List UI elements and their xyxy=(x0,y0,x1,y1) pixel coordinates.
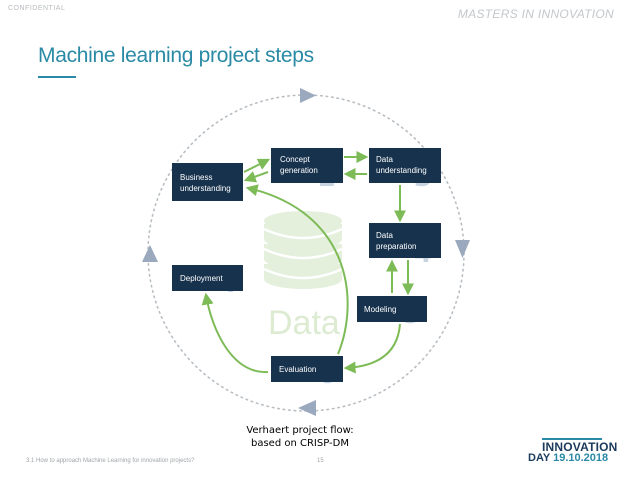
arrow-6-to-1 xyxy=(245,184,349,355)
slide-title: Machine learning project steps xyxy=(38,44,314,67)
step-box-7: Deployment xyxy=(172,265,243,291)
data-center-label: Data xyxy=(268,304,340,342)
arrow-5-to-6 xyxy=(343,323,401,374)
brand-label: MASTERS IN INNOVATION xyxy=(457,7,614,21)
logo-date: 19.10.2018 xyxy=(553,452,609,464)
title-underline xyxy=(38,76,76,78)
arrow-1-to-2 xyxy=(243,158,271,173)
step-label-2b: generation xyxy=(280,166,318,175)
cycle-arrow-left-icon xyxy=(142,245,158,262)
step-label-1a: Business xyxy=(180,173,212,182)
step-box-4: Data preparation xyxy=(369,223,441,258)
step-box-3: Data understanding xyxy=(369,148,441,183)
step-label-5: Modeling xyxy=(364,305,396,314)
step-label-3a: Data xyxy=(376,155,393,164)
step-label-2a: Concept xyxy=(280,155,311,164)
caption-line-2: based on CRISP-DM xyxy=(251,438,349,449)
figure-caption: Verhaert project flow: based on CRISP-DM xyxy=(230,424,370,450)
cycle-arrow-right-icon xyxy=(455,240,470,258)
logo-day: DAY xyxy=(528,452,551,464)
arrow-2-to-1 xyxy=(243,171,269,183)
step-box-6: Evaluation xyxy=(271,356,343,382)
cycle-arrow-bottom-icon xyxy=(298,400,316,416)
step-label-4b: preparation xyxy=(376,242,416,251)
footer-text: 3.1 How to approach Machine Learning for… xyxy=(26,458,195,464)
caption-line-1: Verhaert project flow: xyxy=(246,425,354,436)
step-box-1: Business understanding xyxy=(172,163,243,201)
step-label-4a: Data xyxy=(376,231,393,240)
step-label-1b: understanding xyxy=(180,184,231,193)
step-label-7: Deployment xyxy=(180,274,223,283)
logo-line-1: INNOVATION xyxy=(542,440,618,454)
step-box-2: Concept generation xyxy=(271,148,343,183)
confidential-label: CONFIDENTIAL xyxy=(8,5,66,12)
cycle-arrow-top-icon xyxy=(300,88,316,103)
logo-accent-bar xyxy=(542,438,602,440)
step-label-6: Evaluation xyxy=(279,365,316,374)
innovation-day-logo: INNOVATION DAY 19.10.2018 xyxy=(528,438,617,468)
step-label-3b: understanding xyxy=(376,166,427,175)
arrow-6-to-7 xyxy=(201,292,269,374)
database-icon xyxy=(264,211,342,289)
step-box-5: Modeling xyxy=(357,296,427,322)
page-number: 15 xyxy=(317,458,324,464)
logo-line-2: DAY 19.10.2018 xyxy=(528,452,608,464)
